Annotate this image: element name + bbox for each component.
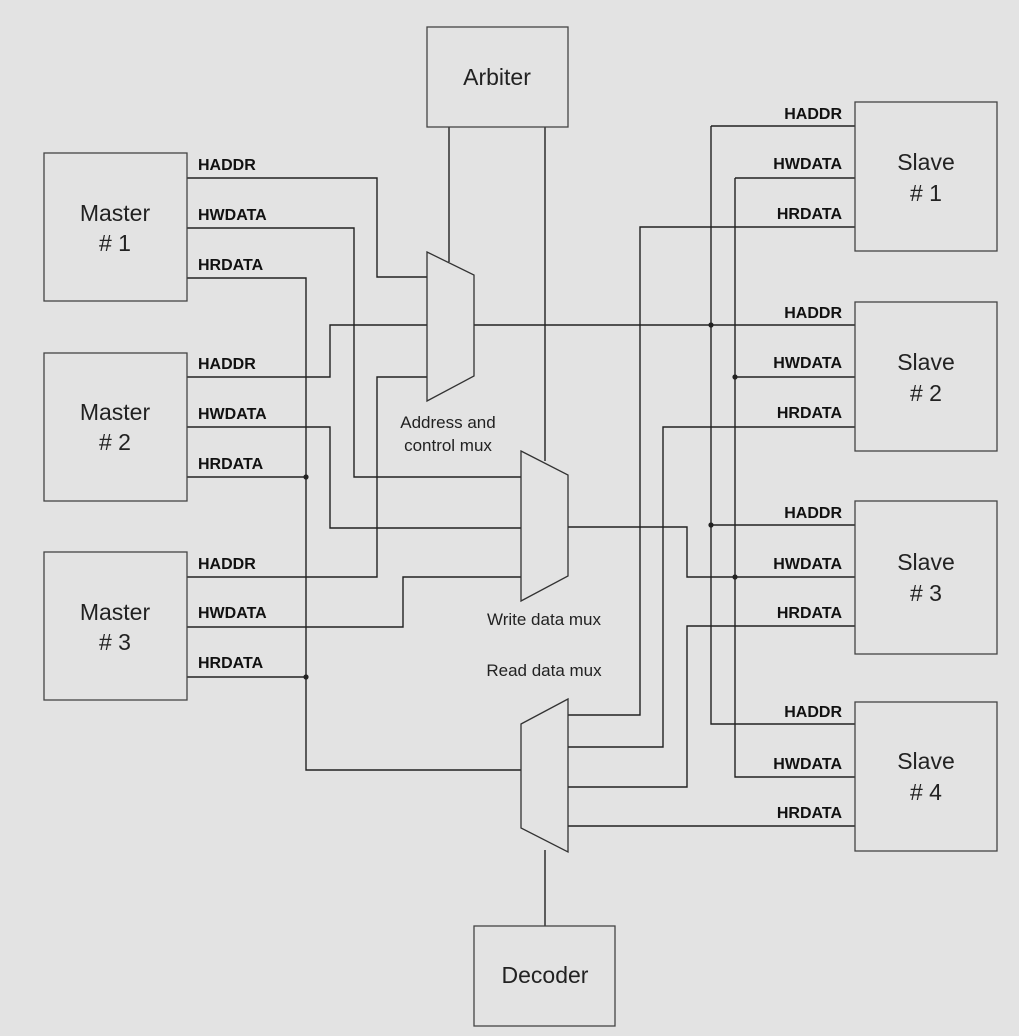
master-1-title: Master <box>80 200 151 226</box>
write-mux-caption: Write data mux <box>487 610 602 629</box>
slave-2-hwdata-label: HWDATA <box>773 355 842 372</box>
slave-1-hrdata-label: HRDATA <box>777 206 843 223</box>
slave-signal-labels: HADDR HWDATA HRDATA HADDR HWDATA HRDATA … <box>773 106 842 822</box>
slave-3-title: Slave <box>897 549 955 575</box>
master-2-hrdata-label: HRDATA <box>198 456 264 473</box>
slave-1: Slave # 1 <box>854 101 998 252</box>
master-1-haddr-label: HADDR <box>198 157 256 174</box>
slave-3-hrdata-label: HRDATA <box>777 605 843 622</box>
junctions <box>303 322 738 680</box>
master-1-number: # 1 <box>99 230 131 256</box>
arbiter-block: Arbiter <box>426 26 569 128</box>
master-3-haddr-label: HADDR <box>198 556 256 573</box>
slave-2-haddr-label: HADDR <box>784 305 842 322</box>
slave-1-number: # 1 <box>910 180 942 206</box>
slave-4-haddr-label: HADDR <box>784 704 842 721</box>
slave-2-title: Slave <box>897 349 955 375</box>
master-1-hrdata-label: HRDATA <box>198 257 264 274</box>
master-1-hwdata-label: HWDATA <box>198 207 267 224</box>
slave-3: Slave # 3 <box>854 500 998 655</box>
master-2-title: Master <box>80 399 151 425</box>
slave-2: Slave # 2 <box>854 301 998 452</box>
address-mux-caption-line1: Address and <box>400 413 495 432</box>
master-2: Master # 2 <box>43 352 188 502</box>
master-2-haddr-label: HADDR <box>198 356 256 373</box>
arbiter-label: Arbiter <box>463 64 531 90</box>
slave-1-haddr-label: HADDR <box>784 106 842 123</box>
slave-4: Slave # 4 <box>854 701 998 852</box>
slave-4-hwdata-label: HWDATA <box>773 756 842 773</box>
master-3-hrdata-label: HRDATA <box>198 655 264 672</box>
slave-1-hwdata-label: HWDATA <box>773 156 842 173</box>
master-1: Master # 1 <box>43 152 188 302</box>
master-3-hwdata-label: HWDATA <box>198 605 267 622</box>
slave-4-number: # 4 <box>910 779 942 805</box>
master-3: Master # 3 <box>43 551 188 701</box>
slave-3-number: # 3 <box>910 580 942 606</box>
slave-4-hrdata-label: HRDATA <box>777 805 843 822</box>
slave-2-number: # 2 <box>910 380 942 406</box>
address-mux-caption-line2: control mux <box>404 436 492 455</box>
master-2-hwdata-label: HWDATA <box>198 406 267 423</box>
master-2-number: # 2 <box>99 429 131 455</box>
write-data-mux <box>520 449 569 603</box>
master-3-title: Master <box>80 599 151 625</box>
slave-2-hrdata-label: HRDATA <box>777 405 843 422</box>
master-3-number: # 3 <box>99 629 131 655</box>
decoder-label: Decoder <box>502 962 589 988</box>
wires <box>187 125 855 926</box>
read-data-mux <box>520 697 569 854</box>
read-mux-caption: Read data mux <box>486 661 602 680</box>
slave-3-haddr-label: HADDR <box>784 505 842 522</box>
decoder-block: Decoder <box>473 925 616 1027</box>
slave-3-hwdata-label: HWDATA <box>773 556 842 573</box>
slave-1-title: Slave <box>897 149 955 175</box>
master-signal-labels: HADDR HWDATA HRDATA HADDR HWDATA HRDATA … <box>198 157 267 672</box>
slave-4-title: Slave <box>897 748 955 774</box>
address-control-mux <box>426 250 475 403</box>
